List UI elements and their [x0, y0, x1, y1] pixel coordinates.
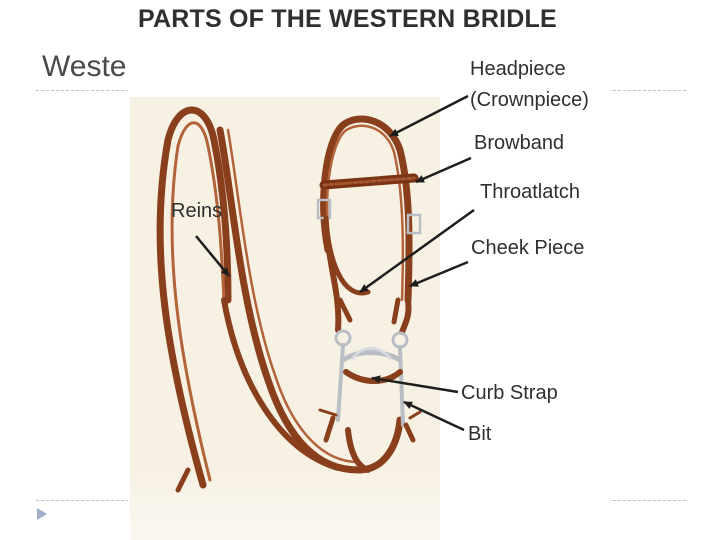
headstall-shape [316, 115, 422, 335]
label-throatlatch: Throatlatch [480, 181, 581, 203]
label-arrows [195, 94, 475, 432]
triangle-bullet-icon [37, 508, 47, 520]
arrow-bit [403, 400, 465, 432]
arrow-curb-strap [371, 375, 459, 394]
photo-background [130, 97, 440, 540]
figure-title: PARTS OF THE WESTERN BRIDLE [138, 5, 557, 33]
label-reins: Reins [171, 200, 223, 222]
label-cheek-piece: Cheek Piece [471, 237, 585, 259]
label-curb-strap: Curb Strap [461, 382, 558, 404]
label-crownpiece: (Crownpiece) [470, 89, 589, 111]
arrow-browband [415, 156, 472, 184]
bridle-illustration [156, 94, 475, 493]
bit-shape [318, 329, 422, 443]
label-headpiece: Headpiece [470, 58, 566, 80]
arrow-reins [195, 235, 230, 277]
label-browband: Browband [474, 132, 565, 154]
arrow-throatlatch [359, 208, 475, 294]
label-bit: Bit [468, 423, 492, 445]
bridle-figure: PARTS OF THE WESTERN BRIDLE Headpiece (C… [128, 0, 610, 540]
arrow-cheek-piece [409, 260, 469, 288]
arrow-headpiece [389, 94, 469, 138]
reins-shape [156, 106, 404, 493]
